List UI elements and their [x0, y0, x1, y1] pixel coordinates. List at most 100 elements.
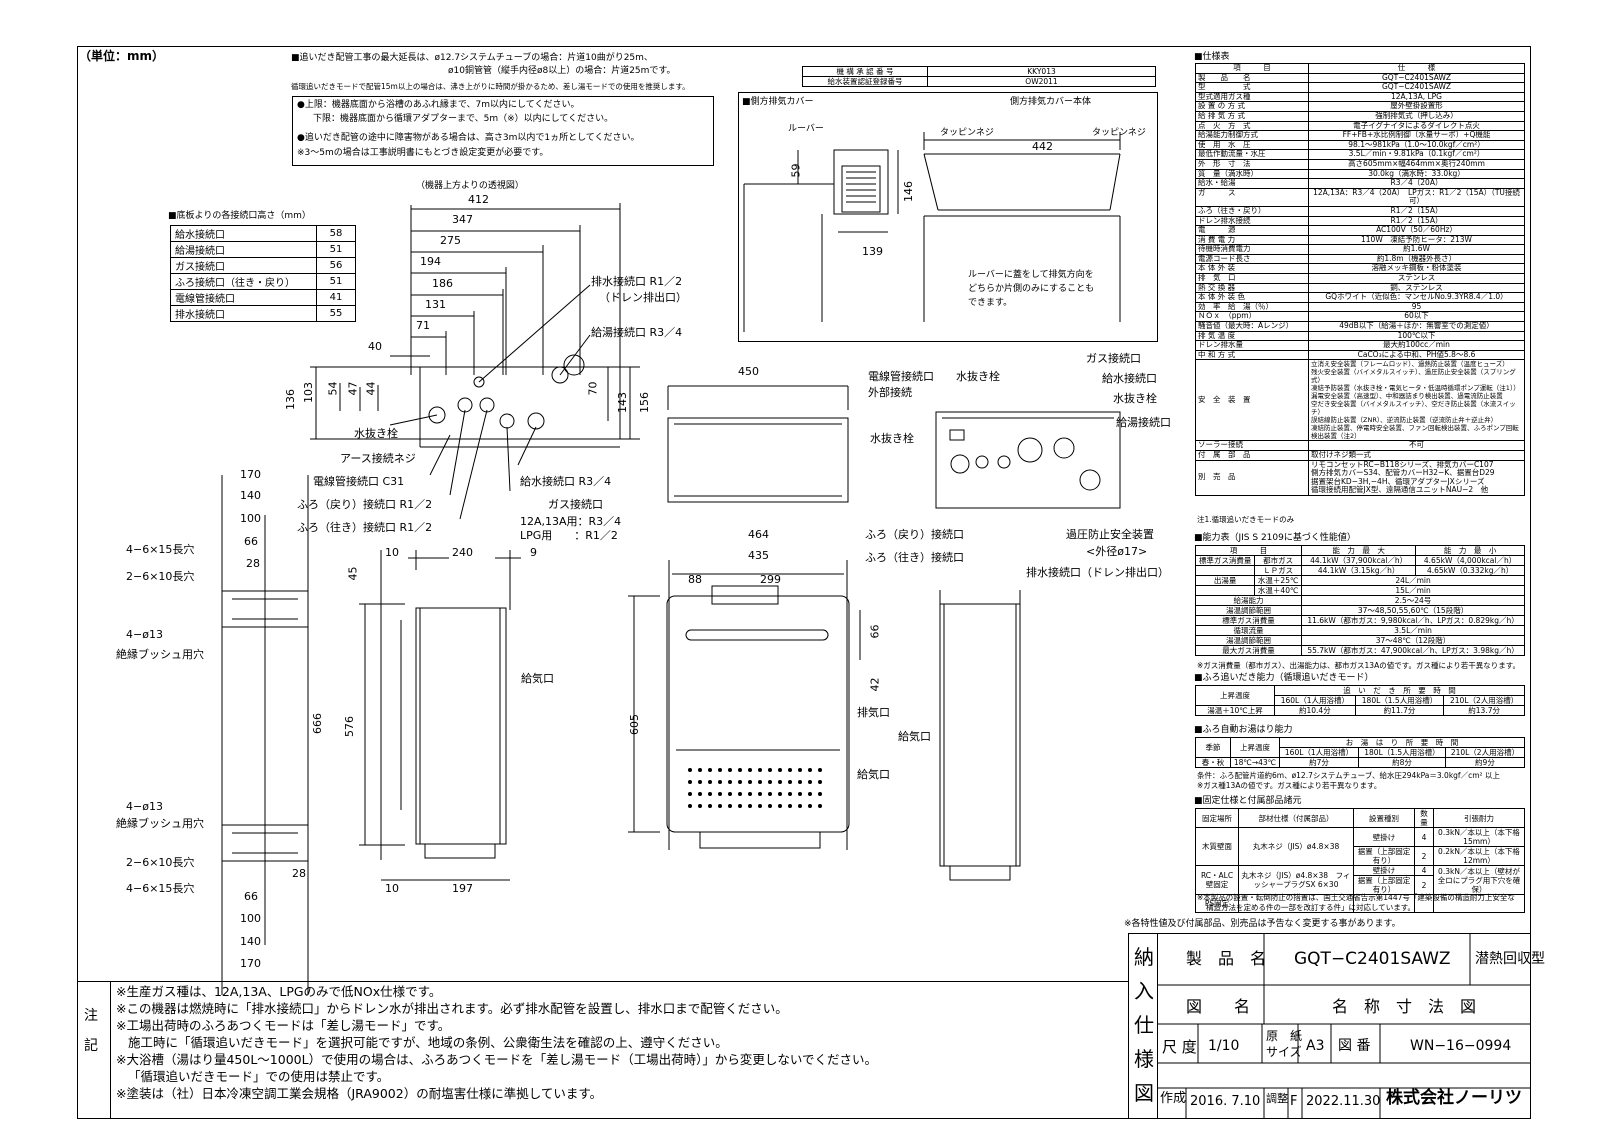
- cap-cell: 15L／min: [1301, 585, 1525, 596]
- spec-key: 型 式: [1195, 82, 1309, 93]
- fill-table: 季節上昇温度お 湯 は り 所 要 時 間 160L（1人用浴槽）180L（1.…: [1195, 737, 1526, 768]
- cap-head: 項 目: [1194, 545, 1303, 556]
- bv-bath-return-label: ふろ（戻り）接続口: [865, 528, 964, 541]
- dim-275: 275: [440, 234, 461, 247]
- rev-date: 2022.11.30: [1306, 1094, 1381, 1109]
- spec-val: ステンレス: [1308, 273, 1525, 284]
- safety-item: 凍結予防装置（水抜き栓・電気ヒータ・低温時循環ポンプ運転（注1））: [1311, 384, 1520, 393]
- sv-dim-9: 9: [530, 546, 537, 559]
- bracket-dim-66-bot: 66: [244, 890, 258, 903]
- cap-cell: ＬＰガス: [1254, 565, 1303, 576]
- cap-cell: [1194, 565, 1256, 576]
- gas-12a-label: 12A,13A用：R3／4: [520, 515, 622, 528]
- fv-dim-42: 42: [868, 677, 882, 692]
- bv-bath-go-label: ふろ（往き）接続口: [865, 551, 964, 564]
- drain-label: 排水接続口 R1／2: [591, 275, 683, 288]
- right-view-drawing: [939, 590, 1021, 881]
- dim-70: 70: [586, 381, 600, 396]
- side-cover-panel: [738, 92, 1158, 342]
- reheat-cell: 約11.7分: [1354, 705, 1445, 716]
- bv-relief-dia-label: <外径ø17>: [1086, 545, 1148, 558]
- fixing-cell: 2: [1414, 875, 1434, 895]
- safety-item: 凍結防止装置、停電時安全装置、ファン回転検出装置、ふろポンプ回転検出装置（注2）: [1311, 424, 1519, 441]
- note-line-5: ※大浴槽（湯はり量450L〜1000L）で使用の場合は、ふろあつくモードを「差し…: [116, 1052, 877, 1067]
- safety-item: 誤結線防止装置（ZNR）、逆流防止装置（逆流防止弁＋逆止弁）: [1311, 416, 1498, 425]
- fixing-note-1: ※本製品の設置・転倒防止の措置は、国土交通省告示第1447号「建築設備の構造耐力…: [1197, 893, 1515, 902]
- gas-lpg-label: LPG用 ：R1／2: [520, 529, 618, 542]
- cap-cell: 最大ガス消費量: [1194, 645, 1303, 656]
- fill-cell: 春・秋: [1195, 757, 1231, 768]
- scale-label: 尺 度: [1162, 1038, 1197, 1056]
- reheat-head: 追 い だ き 所 要 時 間: [1274, 685, 1525, 696]
- note-line-1: ※生産ガス種は、12A,13A、LPGのみで低NOx仕様です。: [116, 984, 442, 999]
- paper-label: 原 紙: [1266, 1029, 1303, 1043]
- fixing-cell: 0.3kN／本以上（本下格15mm）: [1433, 827, 1525, 847]
- fixing-cell: 2: [1414, 846, 1434, 866]
- safety-list: 立消え安全装置（フレームロッド）、過熱防止装置（温度ヒューズ） 残火安全装置（バ…: [1308, 359, 1525, 442]
- table-row: 待機時消費電力約1.6W: [1195, 244, 1525, 255]
- side-cover-body-label: 側方排気カバー本体: [1010, 97, 1092, 107]
- cap-cell: 標準ガス消費量: [1194, 615, 1303, 626]
- dim-143: 143: [616, 392, 629, 413]
- table-row: 付 属 部 品取付けネジ類一式: [1195, 450, 1525, 461]
- cap-cell: 44.1kW（37,900kcal／h）: [1301, 555, 1417, 566]
- spec-key: 騒音値（最大時：Aレンジ）: [1195, 321, 1309, 332]
- options-list: リモコンセットRC−B118シリーズ、排気カバーC107 側方排気カバーS34、…: [1308, 459, 1525, 496]
- bracket-dim-170-top: 170: [240, 468, 261, 481]
- dim-54: 54: [326, 381, 340, 396]
- fixing-cell: 4: [1414, 865, 1434, 876]
- fill-head: 上昇温度: [1230, 737, 1280, 758]
- spec-key: 電 源: [1195, 225, 1309, 236]
- hole-label-7: 2−6×10長穴: [126, 856, 195, 869]
- dim-131: 131: [425, 298, 446, 311]
- bath-go-label: ふろ（往き）接続口 R1／2: [297, 521, 433, 534]
- spec-key: 排 気 口: [1195, 273, 1309, 284]
- table-row: 安 全 装 置 立消え安全装置（フレームロッド）、過熱防止装置（温度ヒューズ） …: [1195, 359, 1525, 442]
- bv-ext-label: 外部接続: [868, 386, 912, 399]
- safety-item: 立消え安全装置（フレームロッド）、過熱防止装置（温度ヒューズ）: [1311, 360, 1509, 369]
- table-row: ドレン排水量最大約100cc／min: [1195, 340, 1525, 351]
- safety-item: 空だき安全装置（バイメタルスイッチ）、空だき防止装置（水流スイッチ）: [1311, 400, 1516, 417]
- sv-dim-10-bot: 10: [385, 882, 399, 895]
- reheat-sub: 160L（1人用浴槽）: [1274, 695, 1356, 706]
- reheat-cell: 湯温＋10℃上昇: [1195, 705, 1275, 716]
- tapping-screw-label-2: タッピンネジ: [1092, 128, 1146, 138]
- fixing-note-2: 構造方法を定める件の一部を改訂する件」に対応しています。: [1206, 903, 1416, 912]
- bottom-view-drawing: [935, 411, 1121, 509]
- title-vertical-col: [1128, 933, 1158, 1119]
- dim-450: 450: [738, 365, 759, 378]
- spec-val: 3.5L／min・9.81kPa（0.1kgf／cm²）: [1308, 149, 1525, 160]
- side-cover-note-2: どちらか片側のみにすることも: [968, 284, 1095, 294]
- note-line-4: 施工時に「循環追いだきモード」を選択可能ですが、地域の条例、公衆衛生法を確認の上…: [128, 1035, 728, 1050]
- fill-sub: 210L（2人用浴槽）: [1444, 747, 1526, 758]
- fixing-cell: 丸木ネジ（JIS）ø4.8×38: [1238, 827, 1354, 866]
- fixing-cell: 丸木ネジ（JIS）ø4.8×38 フィッシャープラグSX 6×30: [1238, 865, 1354, 895]
- bracket-dim-170-bot: 170: [240, 957, 261, 970]
- option-item: 据置架台KD−3H,−4H、循環アダプターJXシリーズ: [1311, 476, 1485, 486]
- fill-sub: 180L（1.5人用浴槽）: [1358, 747, 1446, 758]
- fixing-cell: PS固定: [1195, 894, 1239, 913]
- cap-cell: 水温＋40℃: [1254, 585, 1303, 596]
- bracket-dim-28-bot: 28: [292, 867, 306, 880]
- spec-val: 最大約100cc／min: [1308, 340, 1525, 351]
- piping-note-7: ※3〜5mの場合は工事説明書にもとづき設定変更が必要です。: [297, 148, 549, 158]
- capacity-title: ■能力表（JIS S 2109に基づく性能値）: [1194, 533, 1356, 543]
- fixing-cell: 据置（上部固定有り）: [1353, 846, 1415, 866]
- bv-relief-label: 過圧防止安全装置: [1066, 528, 1154, 541]
- dim-412: 412: [468, 193, 489, 206]
- spec-footnote: 注1.循環追いだきモードのみ: [1197, 515, 1295, 524]
- conduit-label: 電線管接続口 C31: [313, 475, 405, 488]
- fixing-cell: RC・ALC壁固定: [1195, 865, 1239, 895]
- joint-height: 55: [316, 305, 356, 322]
- joint-table-title: ■底板よりの各接続口高さ（mm）: [168, 211, 311, 221]
- bv-drain-label: 排水接続口（ドレン排出口）: [1026, 566, 1169, 579]
- bv-conduit-label: 電線管接続口: [868, 370, 934, 383]
- fixing-head: 数量: [1414, 808, 1434, 828]
- fixing-cell: 4: [1414, 827, 1434, 847]
